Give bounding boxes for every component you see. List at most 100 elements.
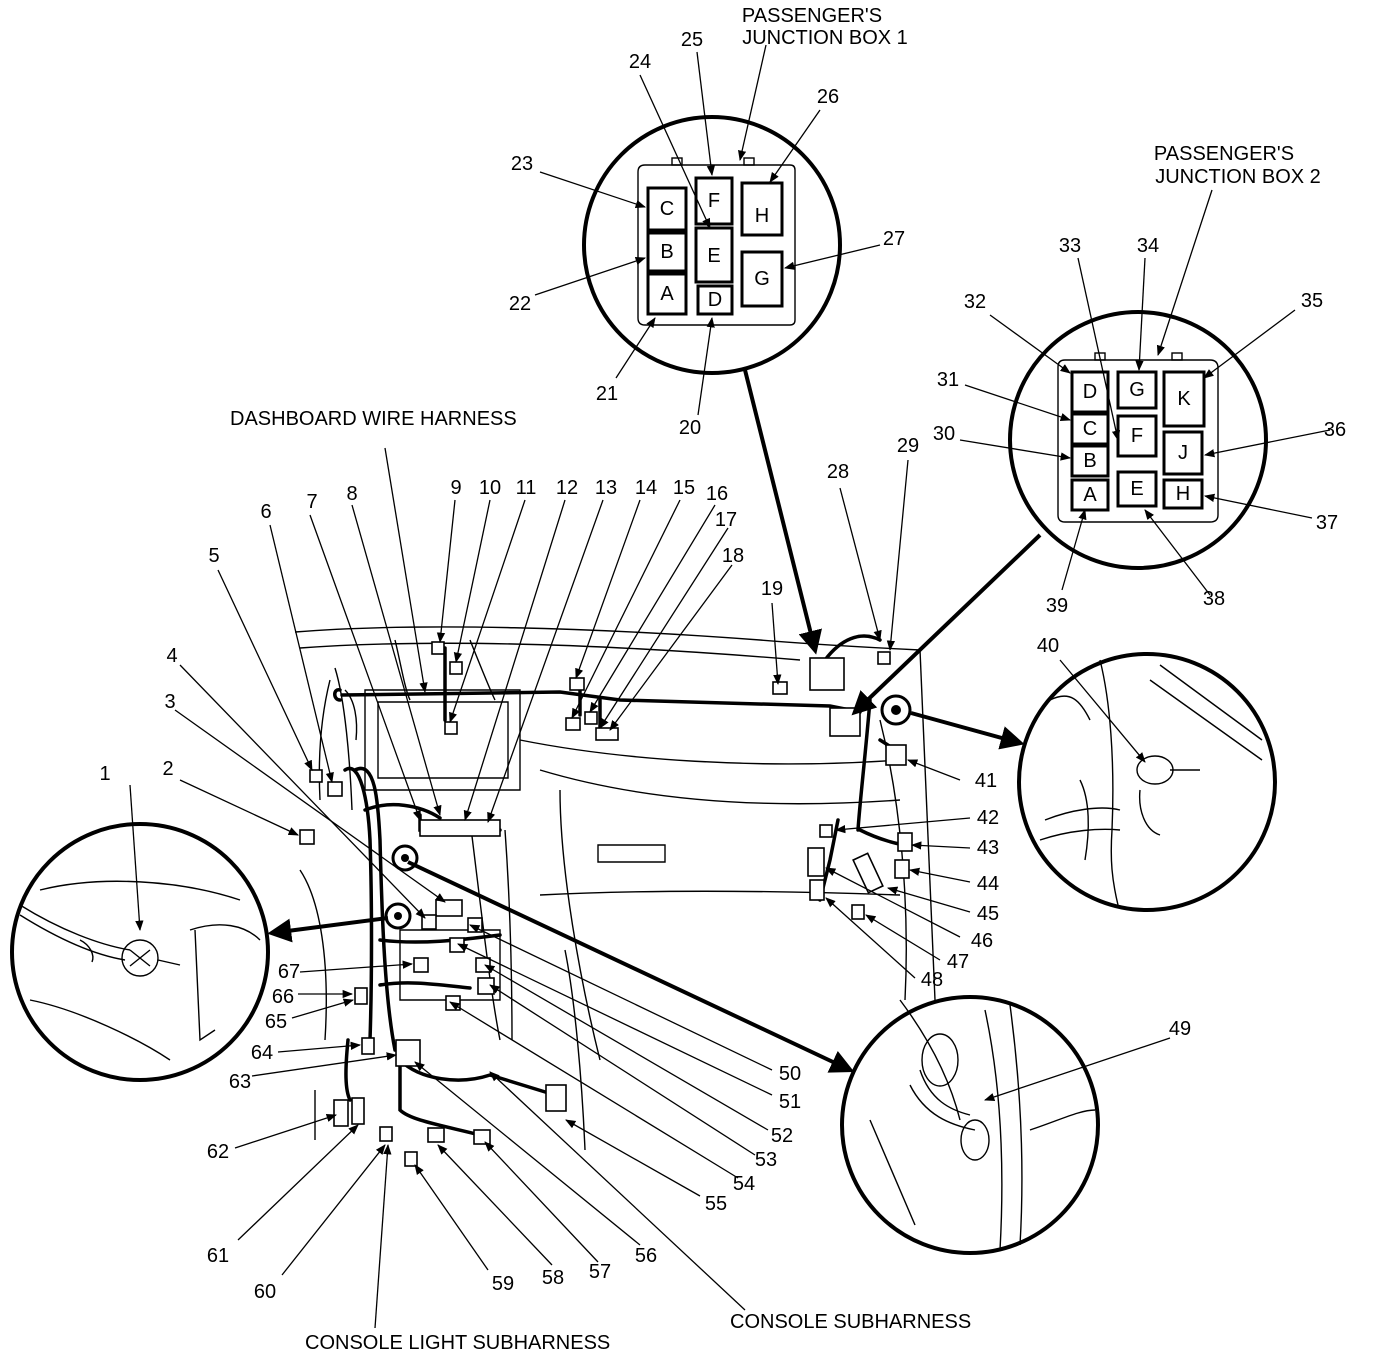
jb1-socket-c-label: C (660, 198, 674, 220)
callout-39: 39 (1046, 595, 1068, 617)
jb1-socket-h-label: H (755, 205, 769, 227)
jb1-heading-line2: JUNCTION BOX 1 (742, 27, 908, 49)
callout-numbers: 1 2 3 4 5 6 7 8 9 10 11 12 13 14 15 16 1… (99, 29, 1346, 1303)
detail-40 (910, 652, 1277, 912)
jb2-socket-k (1162, 370, 1206, 428)
callout-11: 11 (516, 477, 537, 499)
callout-6: 6 (260, 501, 271, 523)
jb2-socket-d-label: D (1083, 381, 1097, 403)
jb2-socket-g (1116, 370, 1158, 410)
jb2-socket-c-label: C (1083, 418, 1097, 440)
callout-66: 66 (272, 986, 294, 1008)
detail-49 (407, 860, 1100, 1255)
callout-60: 60 (254, 1281, 276, 1303)
callout-47: 47 (947, 951, 969, 973)
headings: PASSENGER'S JUNCTION BOX 1 PASSENGER'S J… (230, 5, 1321, 1354)
callout-18: 18 (722, 545, 744, 567)
callout-27: 27 (883, 228, 905, 250)
jb2-heading-line2: JUNCTION BOX 2 (1155, 166, 1321, 188)
callout-51: 51 (779, 1091, 801, 1113)
jb1-socket-a-label: A (660, 283, 674, 305)
callout-43: 43 (977, 837, 999, 859)
callout-23: 23 (511, 153, 533, 175)
callout-48: 48 (921, 969, 943, 991)
callout-13: 13 (595, 477, 617, 499)
jb1-socket-g-label: G (754, 268, 770, 290)
callout-1: 1 (99, 763, 110, 785)
callout-3: 3 (164, 691, 175, 713)
callout-63: 63 (229, 1071, 251, 1093)
dashboard-outline (294, 626, 936, 1151)
jb1-socket-b-label: B (660, 241, 673, 263)
jb1-heading-line1: PASSENGER'S (742, 5, 882, 27)
callout-49: 49 (1169, 1018, 1191, 1040)
callout-58: 58 (542, 1267, 564, 1289)
callout-7: 7 (306, 491, 317, 513)
jb2-socket-j-label: J (1178, 442, 1188, 464)
callout-22: 22 (509, 293, 531, 315)
callout-54: 54 (733, 1173, 755, 1195)
callout-26: 26 (817, 86, 839, 108)
console-subharness-label: CONSOLE SUBHARNESS (730, 1311, 971, 1333)
jb2-socket-b-label: B (1083, 450, 1096, 472)
callout-36: 36 (1324, 419, 1346, 441)
jb2-socket-b (1070, 444, 1110, 478)
callout-8: 8 (346, 483, 357, 505)
callout-19: 19 (761, 578, 783, 600)
callout-2: 2 (162, 758, 173, 780)
callout-9: 9 (450, 477, 461, 499)
callout-45: 45 (977, 903, 999, 925)
callout-25: 25 (681, 29, 703, 51)
jb2-socket-g-label: G (1129, 379, 1145, 401)
callout-42: 42 (977, 807, 999, 829)
jb2-socket-f (1116, 414, 1158, 458)
console-light-subharness-label: CONSOLE LIGHT SUBHARNESS (305, 1332, 610, 1354)
jb2-heading-line1: PASSENGER'S (1154, 143, 1294, 165)
jb1-socket-f-label: F (708, 190, 720, 212)
callout-64: 64 (251, 1042, 273, 1064)
callout-21: 21 (596, 383, 618, 405)
jb2-socket-j (1162, 430, 1204, 476)
callout-56: 56 (635, 1245, 657, 1267)
jb2-socket-c (1070, 412, 1110, 446)
callout-61: 61 (207, 1245, 229, 1267)
callout-12: 12 (556, 477, 578, 499)
jb2-socket-h-label: H (1176, 483, 1190, 505)
callout-44: 44 (977, 873, 999, 895)
jb2-socket-k-label: K (1177, 388, 1191, 410)
callout-38: 38 (1203, 588, 1225, 610)
callout-15: 15 (673, 477, 695, 499)
callout-37: 37 (1316, 512, 1338, 534)
callout-10: 10 (479, 477, 501, 499)
callout-57: 57 (589, 1261, 611, 1283)
jb1-socket-e (694, 226, 734, 284)
leader-lines (129, 44, 1331, 1329)
callout-53: 53 (755, 1149, 777, 1171)
callout-59: 59 (492, 1273, 514, 1295)
callout-46: 46 (971, 930, 993, 952)
callout-16: 16 (706, 483, 728, 505)
callout-62: 62 (207, 1141, 229, 1163)
connectors (299, 641, 913, 1167)
callout-20: 20 (679, 417, 701, 439)
callout-30: 30 (933, 423, 955, 445)
callout-28: 28 (827, 461, 849, 483)
callout-33: 33 (1059, 235, 1081, 257)
jb2-socket-f-label: F (1131, 425, 1143, 447)
jb2-socket-e-label: E (1130, 478, 1143, 500)
callout-14: 14 (635, 477, 657, 499)
jb1-socket-c (646, 186, 688, 232)
callout-5: 5 (208, 545, 219, 567)
jb2-socket-a-label: A (1083, 484, 1097, 506)
callout-41: 41 (975, 770, 997, 792)
jb1-socket-d (696, 284, 734, 316)
jb1-socket-b (646, 231, 688, 273)
callout-31: 31 (937, 369, 959, 391)
callout-4: 4 (166, 645, 177, 667)
junction-box-2-detail: D C B A G F E K J H (851, 310, 1268, 716)
callout-32: 32 (964, 291, 986, 313)
dashboard-harness-label: DASHBOARD WIRE HARNESS (230, 408, 517, 430)
jb2-socket-e (1116, 470, 1158, 508)
jb1-socket-a (646, 272, 688, 316)
